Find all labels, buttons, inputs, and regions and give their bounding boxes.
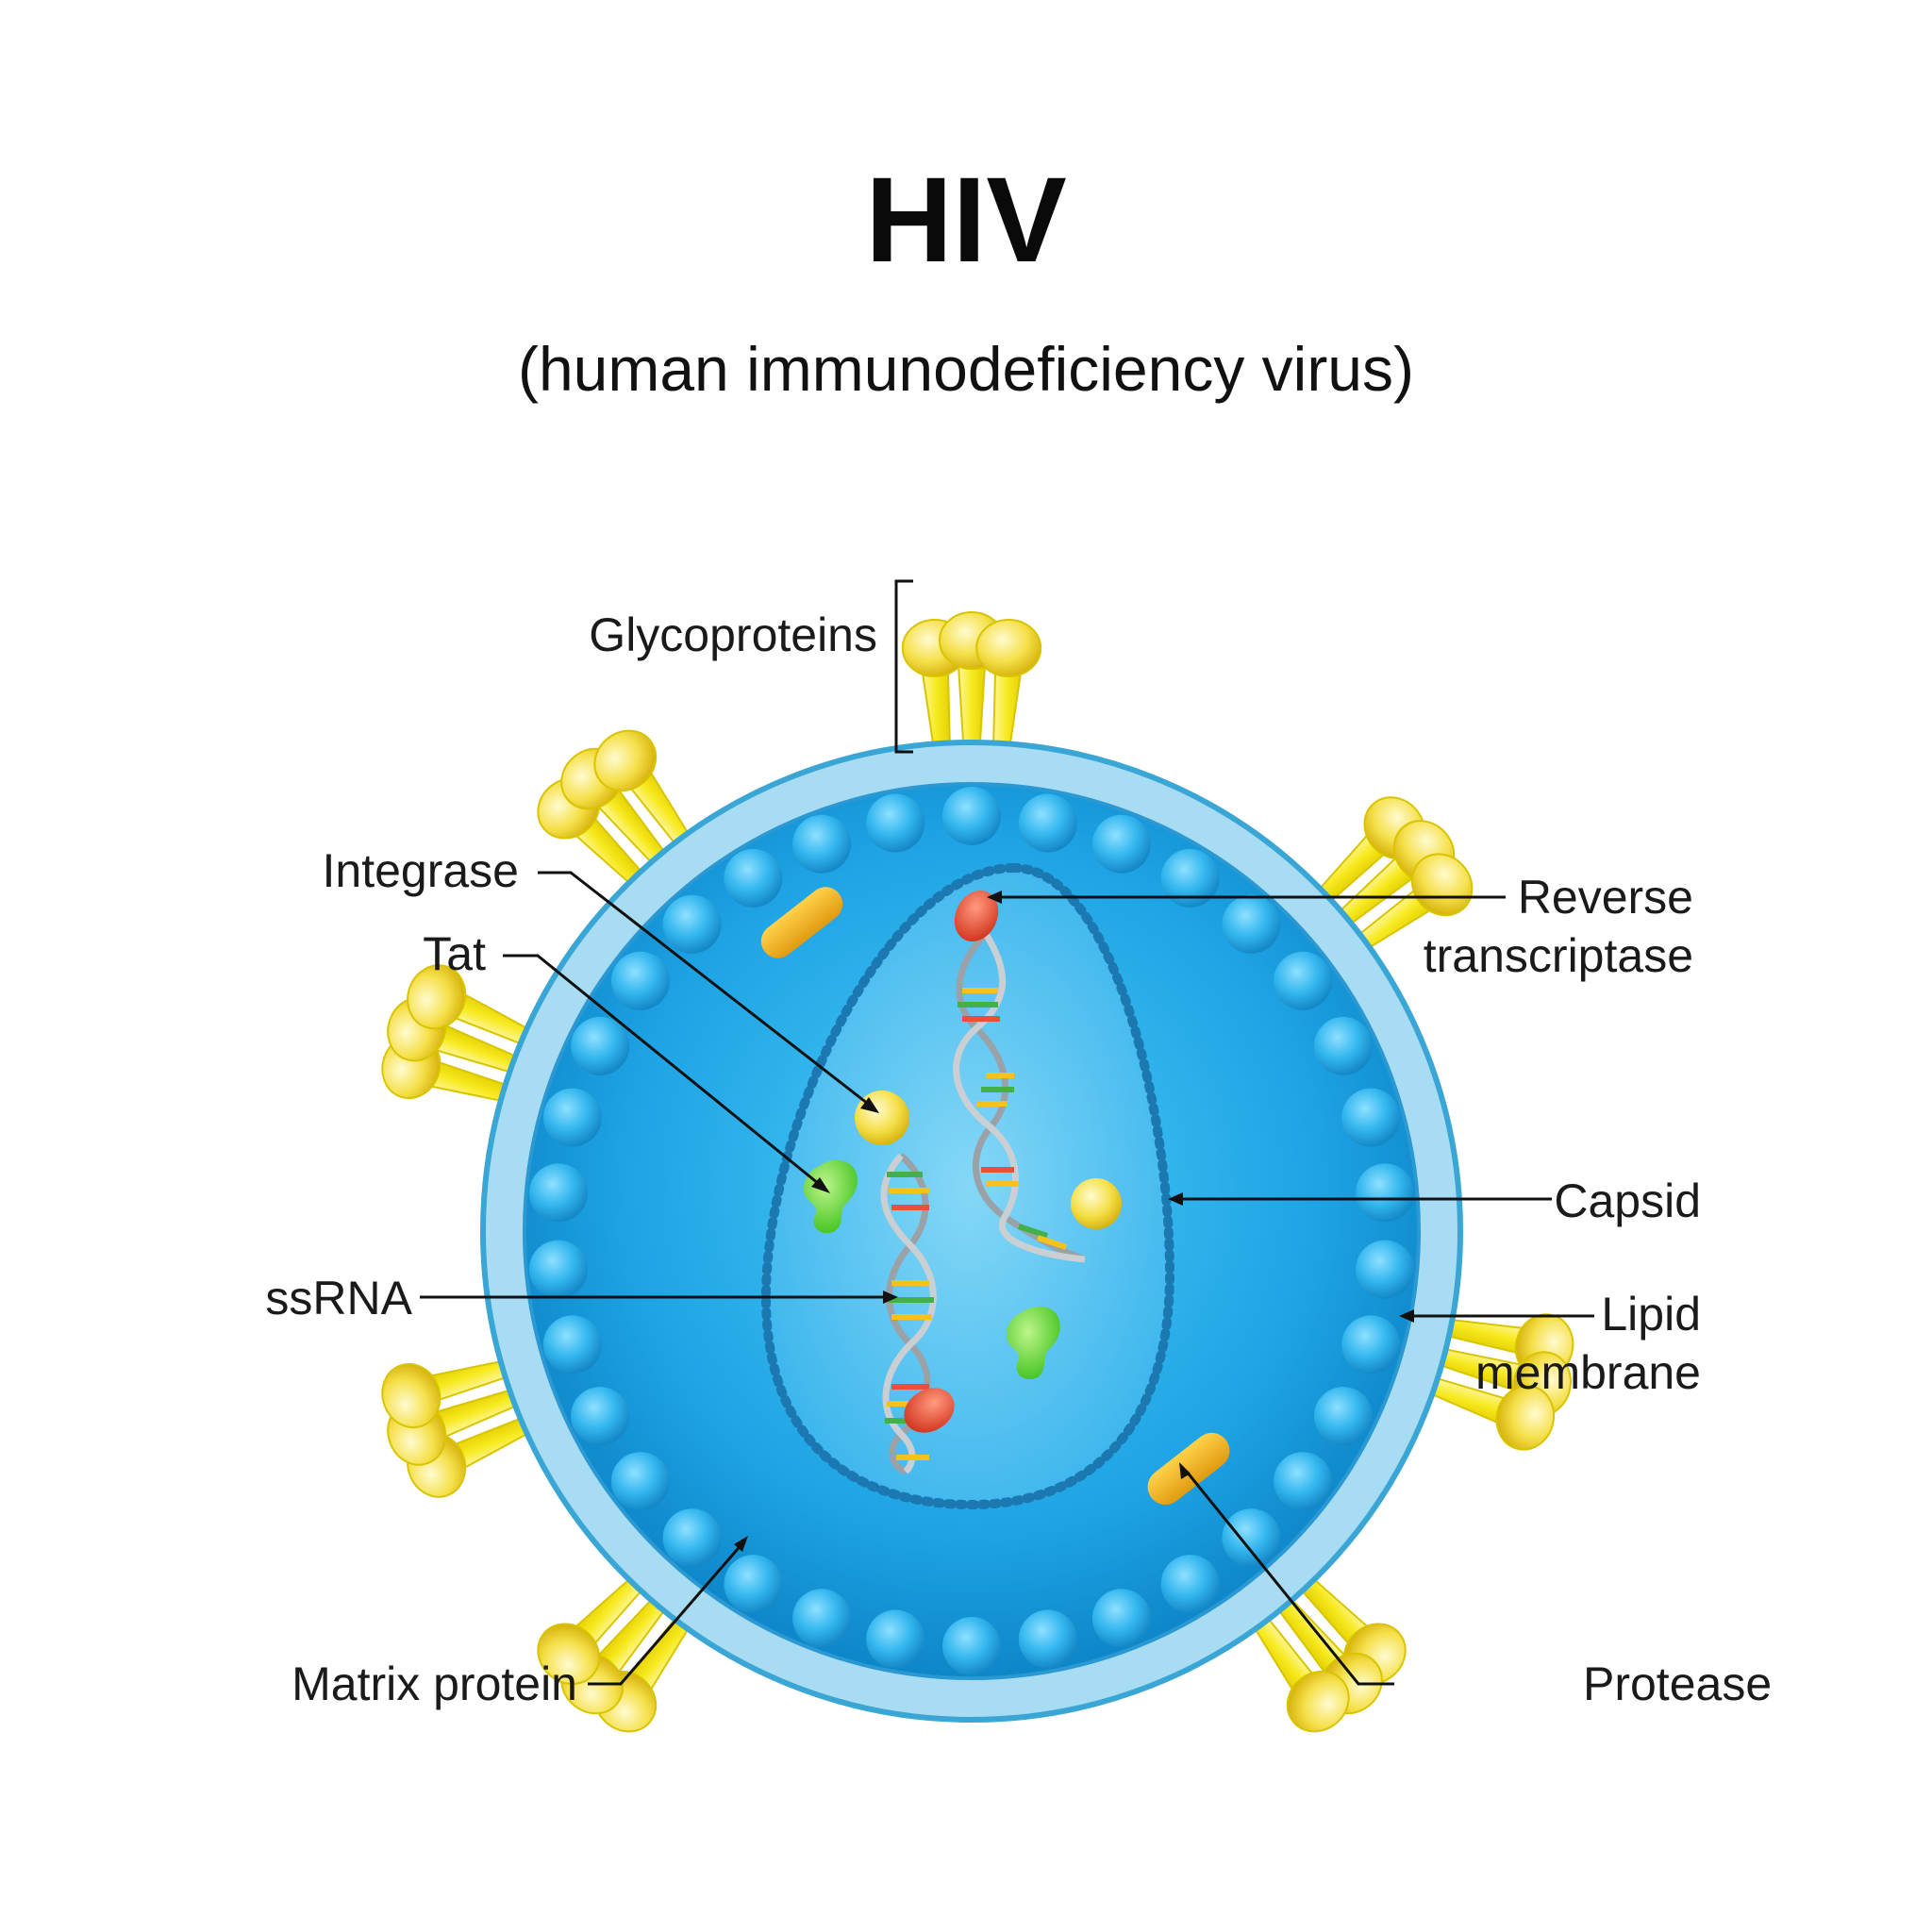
- matrix-protein-ball: [1356, 1163, 1414, 1222]
- label-protease: Protease: [1583, 1657, 1772, 1710]
- label-integrase: Integrase: [323, 844, 519, 897]
- glycoprotein-cap: [976, 620, 1041, 676]
- matrix-protein-ball: [611, 1452, 670, 1510]
- label-capsid: Capsid: [1554, 1174, 1701, 1227]
- matrix-protein-ball: [1019, 794, 1077, 853]
- matrix-protein-ball: [1314, 1017, 1373, 1075]
- matrix-protein-ball: [942, 1617, 1001, 1675]
- matrix-protein-ball: [1161, 849, 1220, 908]
- label-glycoproteins: Glycoproteins: [589, 608, 877, 661]
- matrix-protein-ball: [529, 1241, 588, 1299]
- matrix-protein-ball: [792, 815, 851, 874]
- matrix-protein-ball: [1161, 1555, 1220, 1613]
- matrix-protein-ball: [724, 1555, 782, 1613]
- matrix-protein-ball: [663, 1508, 722, 1567]
- label-tat: Tat: [423, 927, 486, 980]
- matrix-protein-ball: [724, 849, 782, 908]
- matrix-protein-ball: [529, 1163, 588, 1222]
- matrix-protein-ball: [866, 1610, 924, 1669]
- label-matrix-protein: Matrix protein: [291, 1657, 577, 1710]
- matrix-protein-ball: [1222, 895, 1280, 954]
- integrase-protein-2: [1071, 1178, 1122, 1229]
- matrix-protein-ball: [1341, 1089, 1400, 1147]
- matrix-protein-ball: [1092, 1589, 1151, 1647]
- matrix-protein-ball: [1092, 815, 1151, 874]
- label-reverse-transcriptase-line1: Reverse: [1518, 871, 1693, 924]
- matrix-protein-ball: [866, 794, 924, 853]
- matrix-protein-ball: [543, 1315, 602, 1374]
- matrix-protein-ball: [611, 952, 670, 1010]
- matrix-protein-ball: [1274, 1452, 1332, 1510]
- label-lipid-membrane-line2: membrane: [1475, 1346, 1701, 1399]
- matrix-protein-ball: [571, 1017, 629, 1075]
- label-lipid-membrane-line1: Lipid: [1601, 1288, 1701, 1341]
- matrix-protein-ball: [1341, 1315, 1400, 1374]
- matrix-protein-ball: [942, 787, 1001, 845]
- label-reverse-transcriptase-line2: transcriptase: [1424, 929, 1693, 982]
- matrix-protein-ball: [571, 1387, 629, 1445]
- matrix-protein-ball: [792, 1589, 851, 1647]
- matrix-protein-ball: [1356, 1241, 1414, 1299]
- label-ssrna: ssRNA: [265, 1272, 412, 1324]
- matrix-protein-ball: [1314, 1387, 1373, 1445]
- matrix-protein-ball: [1274, 952, 1332, 1010]
- matrix-protein-ball: [663, 895, 722, 954]
- matrix-protein-ball: [1222, 1508, 1280, 1567]
- matrix-protein-ball: [1019, 1610, 1077, 1669]
- matrix-protein-ball: [543, 1089, 602, 1147]
